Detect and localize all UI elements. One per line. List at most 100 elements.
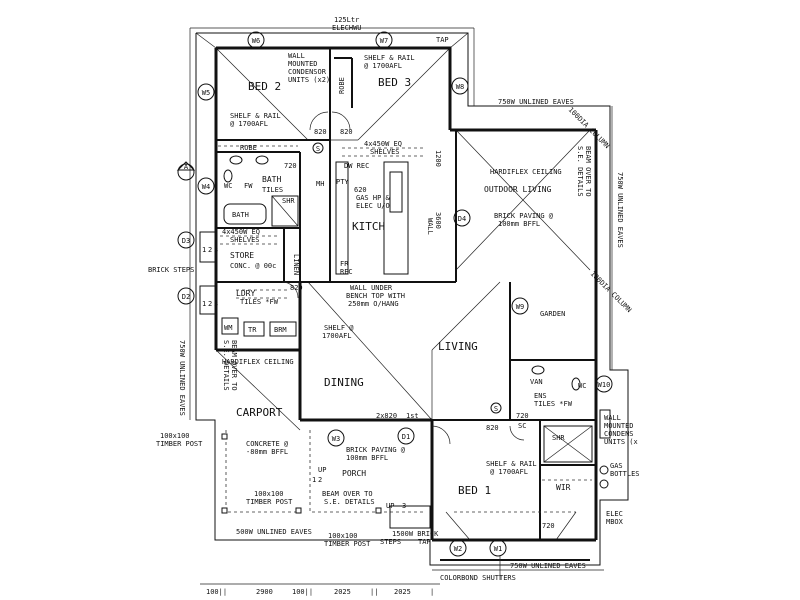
room-bed1: BED 1 [458,484,491,497]
store-conc: CONC. @ 00c [230,262,276,270]
room-carport: CARPORT [236,406,283,419]
brick-steps-left: BRICK STEPS [148,266,194,274]
ldry-tiles: TILES *FW [240,298,279,306]
dim-820-ldry: 820 [290,284,303,292]
window-door-tags: W6 W7 W5 W8 W4 D3 D2 D4 W9 W10 W3 D1 W2 … [177,31,613,557]
room-ens: ENS [534,392,547,400]
room-porch: PORCH [342,469,366,478]
bath-fw-label: FW [244,182,253,190]
condensor-line-2: MOUNTED [288,60,318,68]
toilet-ens [571,377,581,391]
step-porch-3: 3 [402,502,406,510]
timber-post-3 [221,507,228,514]
room-kitch: KITCH [352,220,385,233]
bed3-shelf-2: @ 1700AFL [364,62,402,70]
fridge-rec-2: REC [340,268,353,276]
tag-d2: D2 [177,287,195,305]
section-marker-circle [177,163,195,181]
room-bed2: BED 2 [248,80,281,93]
step-numbers: 1 2 3 1 2 3 1 2 3 [202,246,406,510]
brick-steps-porch [389,505,431,529]
dim-620: 620 [354,186,367,194]
beam-right-2: S.E. DETAILS [576,146,584,197]
room-bath-label: BATH [262,175,281,184]
dim-2x820: 2x820 [376,412,397,420]
room-garden: GARDEN [540,310,565,318]
up-label-1: UP [318,466,326,474]
step-lower-3: 3 [214,300,218,308]
svg-text:W7: W7 [380,37,388,45]
eaves-left: 750W UNLINED EAVES [178,340,186,416]
kitch-shelves-1: 4x450W EQ [364,140,402,148]
basin-ens [531,365,545,375]
timber-left-2: TIMBER POST [156,440,203,448]
tag-w10: W10 [595,375,613,393]
up-label-2: UP [386,502,394,510]
section-a-label: A [184,163,189,171]
svg-text:W4: W4 [202,183,210,191]
bottom-dim-7: | [430,588,434,596]
room-labels: BED 2 BED 3 BATH BATH STORE KITCH LDRY L… [224,76,586,497]
condensor-r-3: CONDENS [604,430,634,438]
smoke-detector-1 [312,142,324,154]
smoke-s-label-2: S [494,405,498,413]
dimension-labels: 820 820 720 620 820 2x820 820 720 720 10… [200,128,555,596]
toilet-bath [223,169,233,183]
bath-shower-label: SHR [282,197,295,205]
condensor-units-right [599,409,611,439]
dim-720-wir: 720 [542,522,555,530]
wm-label: WM [224,324,232,332]
bed3-shelf-1: SHELF & RAIL [364,54,415,62]
outdoor-paving-1: BRICK PAVING @ [494,212,554,220]
dim-3600: 3600 [434,212,442,229]
van-label: VAN [530,378,543,386]
svg-text:D2: D2 [182,293,190,301]
concrete-1: CONCRETE @ [246,440,289,448]
elec-mbox-1: ELEC [606,510,623,518]
wall-under-1: WALL UNDER [350,284,393,292]
roof-hip-lines [195,32,591,541]
step-upper-3: 3 [214,246,218,254]
room-wir: WIR [556,483,571,492]
brick-steps-upper [199,231,217,263]
store-shelves-1: 4x450W EQ [222,228,260,236]
timber-left-1: 100x100 [160,432,190,440]
svg-text:D4: D4 [458,215,466,223]
step-lower-2: 2 [208,300,212,308]
room-dining: DINING [324,376,364,389]
dim-820-bed2-door: 820 [314,128,327,136]
bed2-shelf-1: SHELF & RAIL [230,112,281,120]
bottom-dim-1: 100|| [206,588,227,596]
porch-steps-1: 1500W BRICK [392,530,439,538]
condensor-line-4: UNITS (x2) [288,76,330,84]
bed1-shelf-2: @ 1700AFL [490,468,528,476]
wall-vertical-label: WALL [426,218,434,235]
wall-under-2: BENCH TOP WITH [346,292,405,300]
bath-tub-label: BATH [232,211,249,219]
timber-post-2 [295,507,302,514]
smoke-s-label-1: S [316,145,320,153]
fridge-rec-1: FR [340,260,349,268]
gas-hp-1: GAS HP & [356,194,391,202]
svg-text:W10: W10 [598,381,611,389]
store-shelves-2: SHELVES [230,236,260,244]
condensor-r-1: WALL [604,414,621,422]
concrete-2: -80mm BFFL [246,448,288,456]
bed1-shelf-1: SHELF & RAIL [486,460,537,468]
svg-text:W5: W5 [202,89,210,97]
eaves-top: 750W UNLINED EAVES [498,98,574,106]
ens-shower-label: SHR [552,434,565,442]
eaves-bottom-left: 500W UNLINED EAVES [236,528,312,536]
svg-text:W8: W8 [456,83,464,91]
tag-d3: D3 [177,231,195,249]
basin-bath-1 [229,155,243,165]
shelf-1700-2: 1700AFL [322,332,352,340]
brm-label: BRM [274,326,287,334]
beam-porch-1: BEAM OVER TO [322,490,373,498]
svg-text:D3: D3 [182,237,190,245]
bed2-robe-label: ROBE [240,144,257,152]
beam-left-1: BEAM OVER TO [230,340,238,391]
washing-machine [221,317,239,335]
tag-w7: W7 [375,31,393,49]
